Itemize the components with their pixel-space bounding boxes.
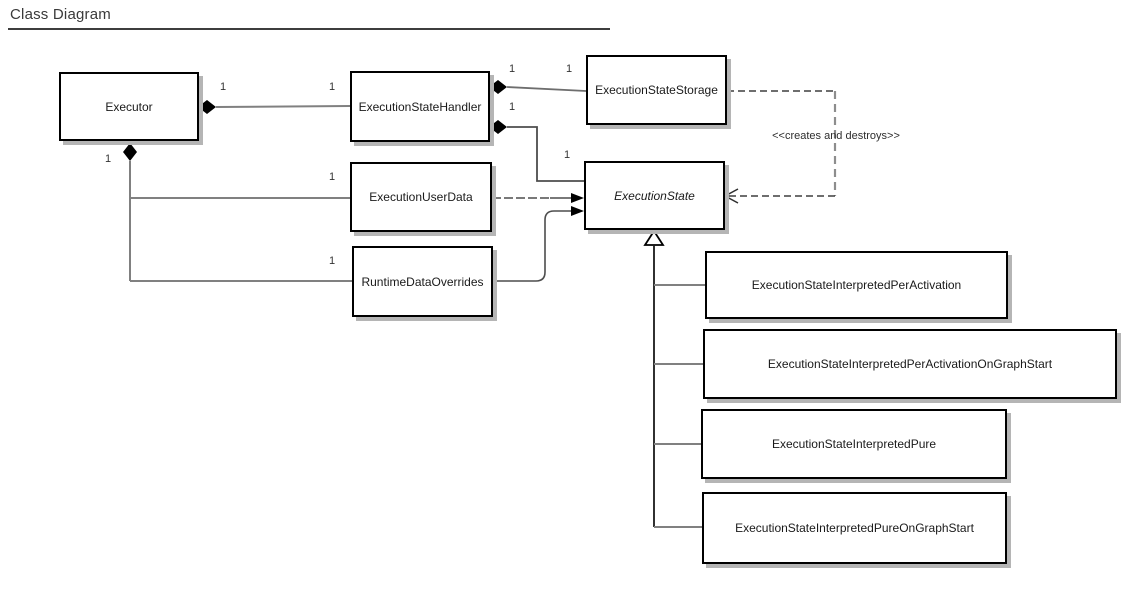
multiplicity-executor-runtime: 1 [328, 255, 336, 267]
edge-runtime-state [493, 206, 584, 282]
multiplicity-handler-storage-src: 1 [508, 63, 516, 75]
class-runtime-data-overrides-label: RuntimeDataOverrides [361, 274, 484, 289]
class-execution-state-storage-label: ExecutionStateStorage [595, 83, 718, 97]
class-execution-state[interactable]: ExecutionState [584, 161, 725, 230]
class-execution-state-interpreted-pure[interactable]: ExecutionStateInterpretedPure [701, 409, 1007, 479]
class-execution-state-interpreted-per-activation-on-graph-start[interactable]: ExecutionStateInterpretedPerActivationOn… [703, 329, 1117, 399]
class-execution-state-handler-label: ExecutionStateHandler [358, 99, 482, 114]
edge-executor-handler [198, 100, 351, 114]
class-runtime-data-overrides[interactable]: RuntimeDataOverrides [352, 246, 493, 317]
class-execution-state-interpreted-pure-on-graph-start[interactable]: ExecutionStateInterpretedPureOnGraphStar… [702, 492, 1007, 564]
edge-executor-userdata-runtime [123, 143, 352, 282]
edge-handler-storage [489, 80, 587, 94]
multiplicity-executor-trunk: 1 [104, 153, 112, 165]
class-execution-state-handler[interactable]: ExecutionStateHandler [350, 71, 490, 142]
class-execution-state-label: ExecutionState [614, 188, 695, 203]
multiplicity-executor-handler-dst: 1 [328, 81, 336, 93]
class-execution-state-storage[interactable]: ExecutionStateStorage [586, 55, 727, 125]
multiplicity-handler-state-src: 1 [508, 101, 516, 113]
class-execution-user-data[interactable]: ExecutionUserData [350, 162, 492, 232]
multiplicity-executor-handler-src: 1 [219, 81, 227, 93]
class-executor[interactable]: Executor [59, 72, 199, 141]
class-execution-state-interpreted-per-activation[interactable]: ExecutionStateInterpretedPerActivation [705, 251, 1008, 319]
page-title: Class Diagram [10, 6, 111, 23]
multiplicity-handler-state-dst: 1 [563, 149, 571, 161]
class-execution-user-data-label: ExecutionUserData [369, 190, 473, 204]
multiplicity-handler-storage-dst: 1 [565, 63, 573, 75]
class-execution-state-interpreted-pure-on-graph-start-label: ExecutionStateInterpretedPureOnGraphStar… [735, 521, 974, 535]
class-execution-state-interpreted-per-activation-on-graph-start-label: ExecutionStateInterpretedPerActivationOn… [767, 357, 1053, 371]
class-executor-label: Executor [105, 99, 153, 114]
class-execution-state-interpreted-per-activation-label: ExecutionStateInterpretedPerActivation [751, 278, 962, 292]
edge-storage-state-dependency [724, 90, 837, 204]
stereotype-creates-destroys: <<creates and destroys>> [772, 130, 900, 142]
multiplicity-executor-userdata: 1 [328, 171, 336, 183]
title-underline [8, 28, 610, 30]
class-execution-state-interpreted-pure-label: ExecutionStateInterpretedPure [771, 437, 937, 451]
edge-userdata-state [492, 193, 584, 203]
edge-inheritance-tree [643, 229, 705, 528]
